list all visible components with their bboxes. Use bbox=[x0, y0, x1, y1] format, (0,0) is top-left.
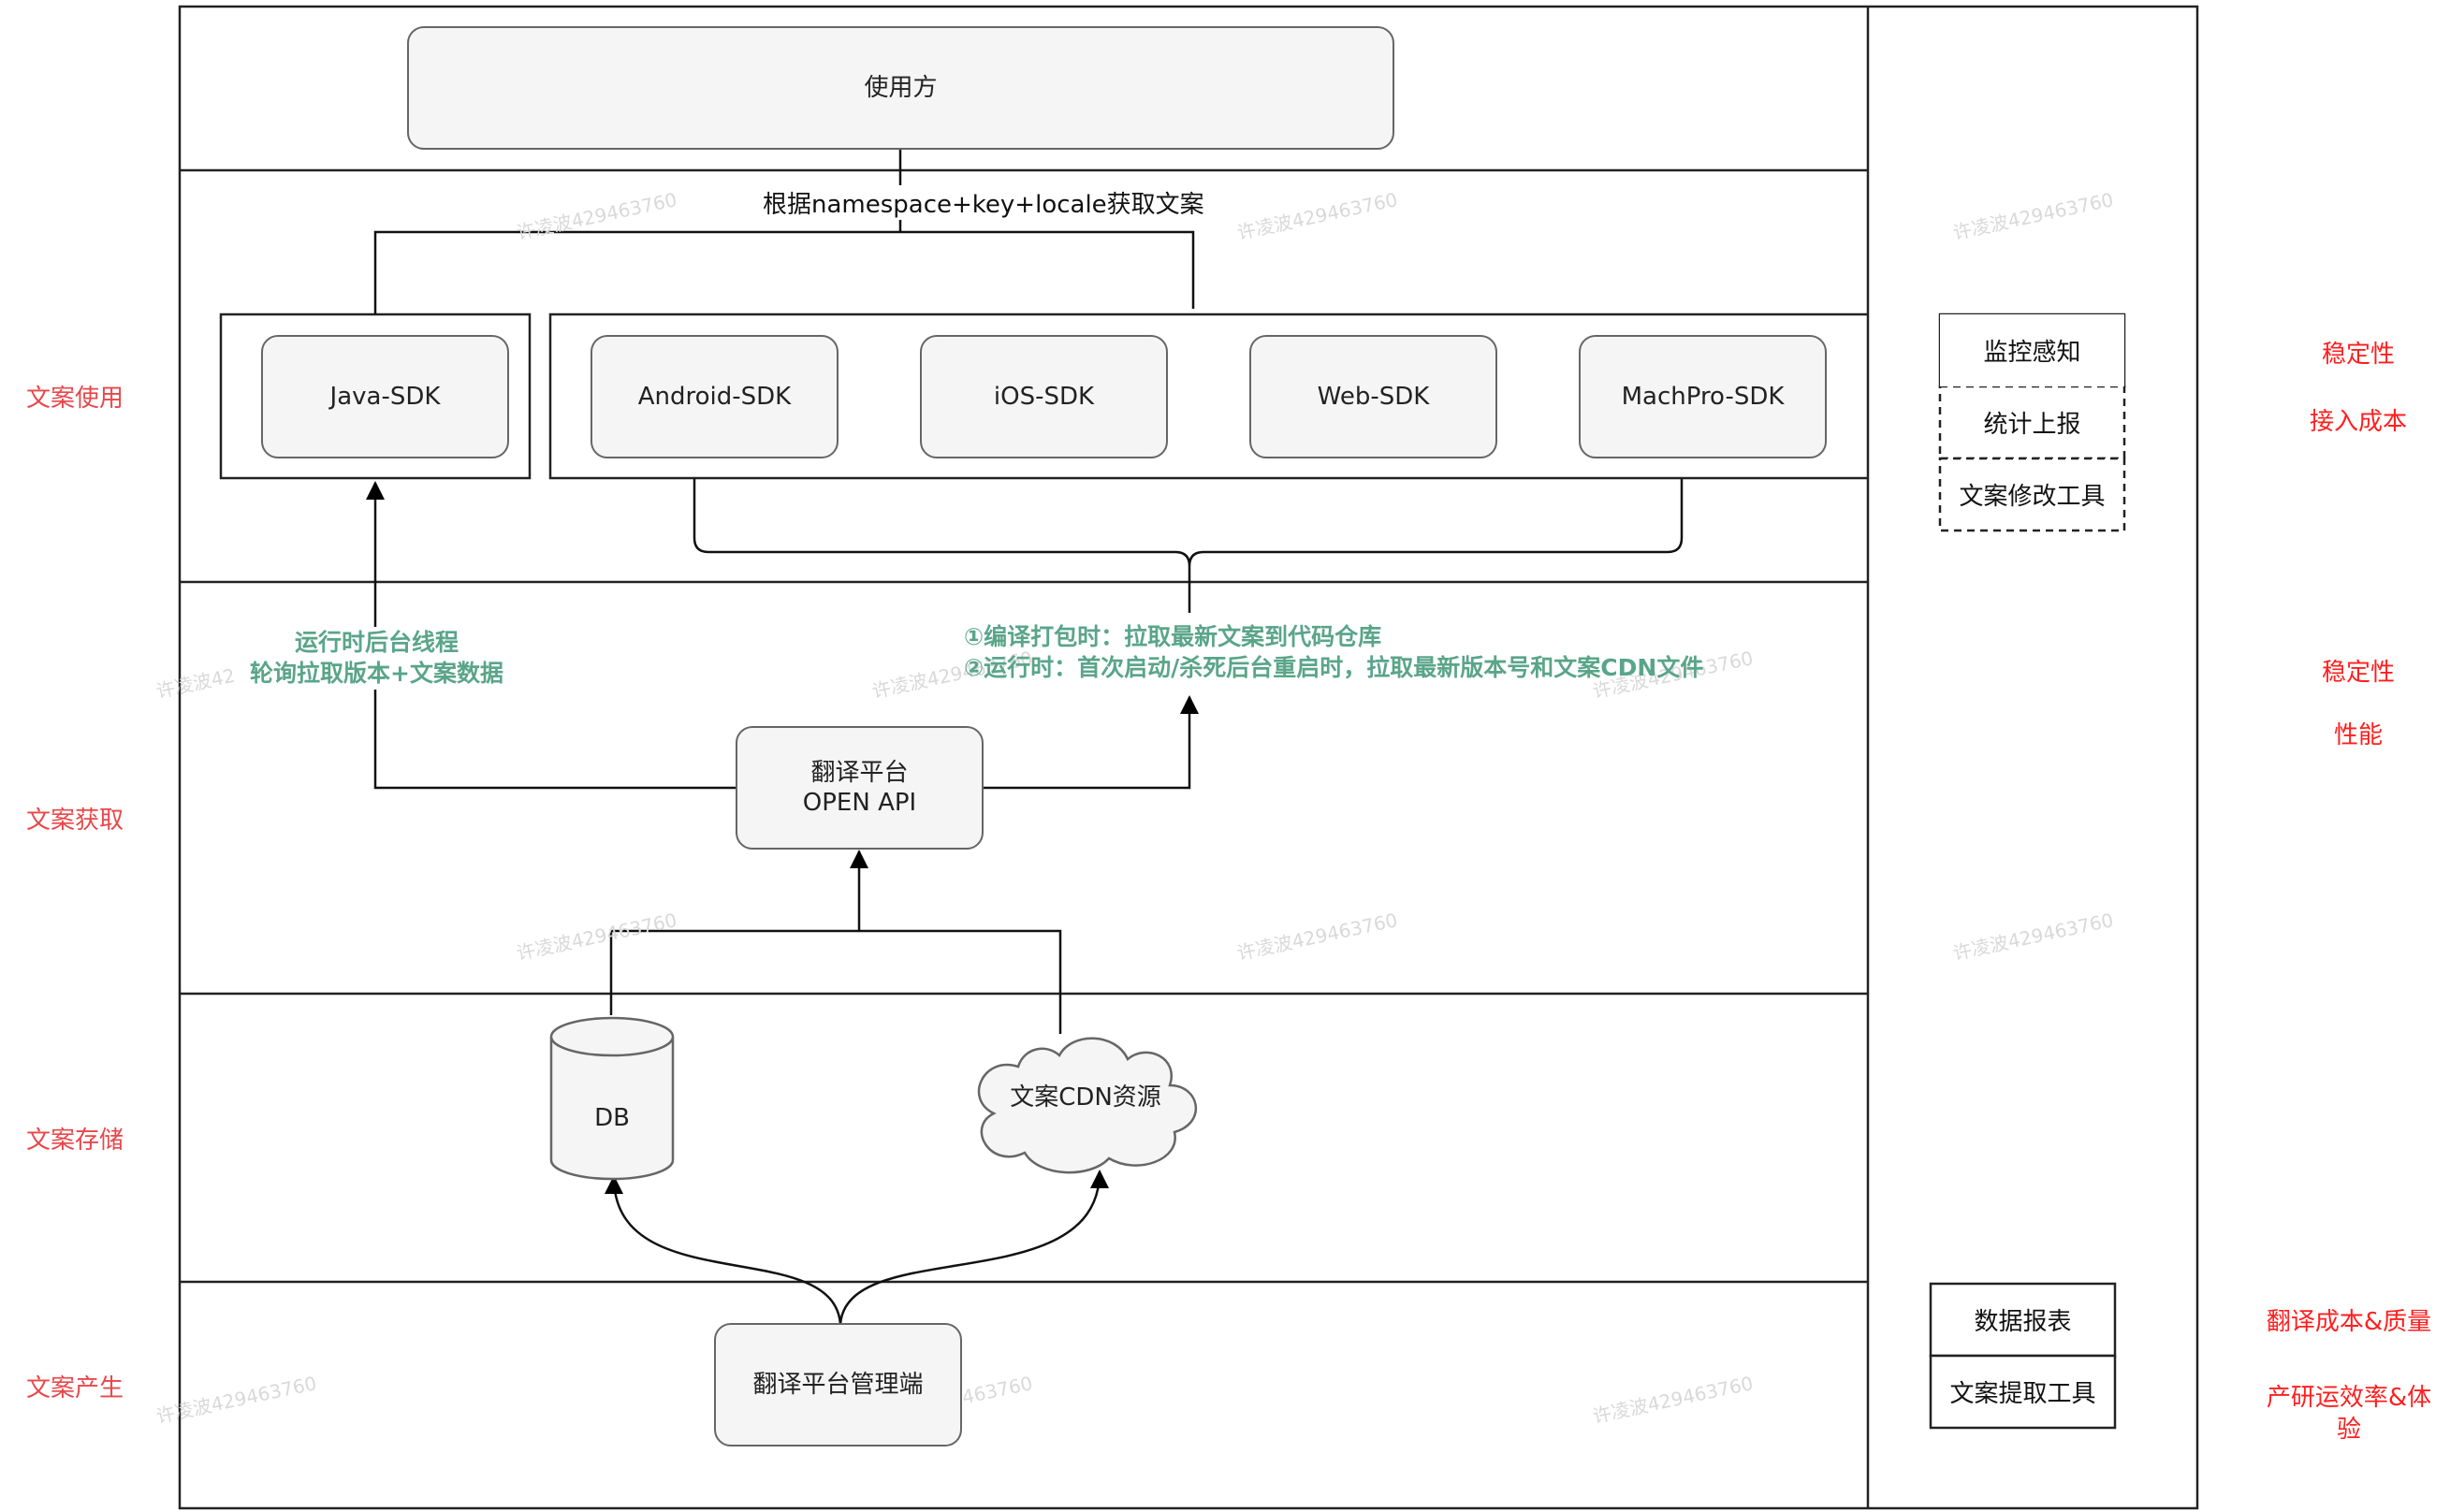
stats-tool: 统计上报 bbox=[1942, 388, 2122, 457]
edge-admin-cdn bbox=[839, 1170, 1109, 1325]
goal-usage-stability: 稳定性 bbox=[2321, 341, 2395, 369]
main-frame bbox=[178, 5, 2199, 1510]
report-tool: 数据报表 bbox=[1932, 1286, 2113, 1354]
lane-label-produce: 文案产生 bbox=[26, 1374, 124, 1403]
edge-openapi-client bbox=[983, 695, 1199, 790]
lane-label-fetch: 文案获取 bbox=[26, 807, 124, 835]
client-fetch-label: ①编译打包时：拉取最新文案到代码仓库 ②运行时：首次启动/杀死后台重启时，拉取最… bbox=[964, 623, 1704, 682]
android-sdk-node: Android-SDK bbox=[591, 335, 839, 458]
client-sdk-brace bbox=[693, 479, 1684, 567]
client-sdk-group bbox=[548, 313, 1868, 480]
java-sdk-node: Java-SDK bbox=[261, 335, 509, 458]
java-polling-label: 运行时后台线程 轮询拉取版本+文案数据 bbox=[234, 627, 519, 690]
consumer-node: 使用方 bbox=[407, 26, 1394, 150]
extract-tool: 文案提取工具 bbox=[1932, 1358, 2113, 1426]
fetch-rule-label: 根据namespace+key+locale获取文案 bbox=[763, 185, 1204, 220]
edge-openapi-java bbox=[366, 481, 736, 790]
machpro-sdk-node: MachPro-SDK bbox=[1579, 335, 1827, 458]
lane-label-usage: 文案使用 bbox=[26, 385, 124, 413]
goal-translation-quality: 翻译成本&质量 bbox=[2266, 1308, 2432, 1336]
goal-fetch-stability: 稳定性 bbox=[2321, 659, 2395, 687]
web-sdk-node: Web-SDK bbox=[1249, 335, 1497, 458]
ios-sdk-node: iOS-SDK bbox=[920, 335, 1168, 458]
goal-efficiency: 产研运效率&体验 bbox=[2266, 1384, 2432, 1444]
goal-fetch-performance: 性能 bbox=[2333, 721, 2383, 749]
goal-usage-cost: 接入成本 bbox=[2309, 408, 2407, 436]
lane-label-storage: 文案存储 bbox=[26, 1127, 124, 1155]
monitor-tool: 监控感知 bbox=[1940, 314, 2124, 386]
editor-tool: 文案修改工具 bbox=[1942, 460, 2122, 529]
db-label: DB bbox=[594, 1104, 630, 1132]
cdn-label: 文案CDN资源 bbox=[1010, 1083, 1161, 1112]
edge-admin-db bbox=[605, 1175, 842, 1325]
db-cylinder bbox=[549, 1016, 675, 1181]
admin-node: 翻译平台管理端 bbox=[714, 1323, 962, 1447]
open-api-node: 翻译平台 OPEN API bbox=[736, 726, 984, 850]
cdn-cloud bbox=[977, 1037, 1198, 1174]
